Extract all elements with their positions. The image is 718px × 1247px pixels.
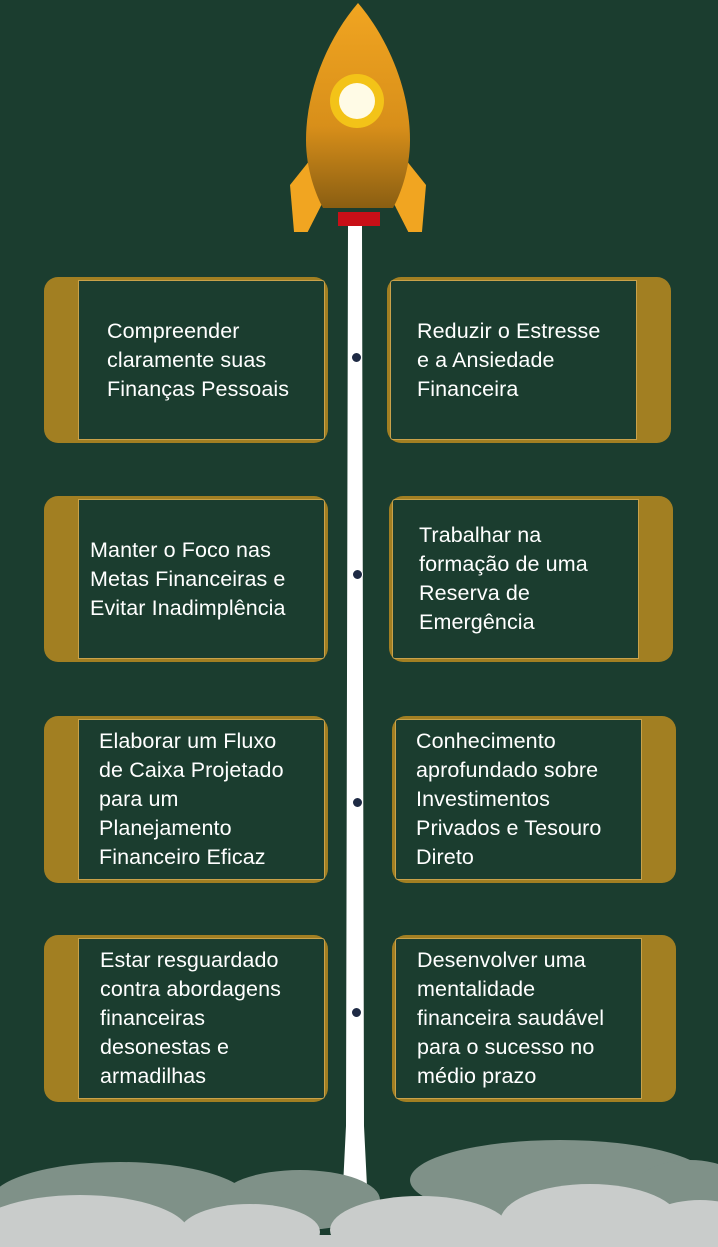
goal-card-3: Manter o Foco nas Metas Financeiras e Ev… — [44, 496, 328, 662]
goal-text: Reduzir o Estresse e a Ansiedade Finance… — [417, 318, 601, 401]
goal-text: Conhecimento aprofundado sobre Investime… — [416, 729, 602, 869]
goal-text: Desenvolver uma mentalidade financeira s… — [417, 948, 605, 1088]
goal-card-5: Elaborar um Fluxo de Caixa Projetado par… — [44, 716, 328, 883]
goal-card-7: Estar resguardado contra abordagens fina… — [44, 935, 328, 1102]
timeline-dot-3 — [352, 797, 363, 808]
rocket-trail — [340, 226, 370, 1247]
goal-text: Estar resguardado contra abordagens fina… — [100, 948, 281, 1088]
goal-text: Elaborar um Fluxo de Caixa Projetado par… — [99, 729, 284, 869]
goal-text: Compreender claramente suas Finanças Pes… — [107, 318, 290, 401]
timeline-dot-1 — [351, 352, 362, 363]
goal-card-8: Desenvolver uma mentalidade financeira s… — [392, 935, 676, 1102]
timeline-dot-2 — [352, 569, 363, 580]
goal-text: Trabalhar na formação de uma Reserva de … — [419, 523, 588, 634]
cloud-icon — [0, 1140, 718, 1247]
goal-card-2: Reduzir o Estresse e a Ansiedade Finance… — [387, 277, 671, 443]
goal-card-1: Compreender claramente suas Finanças Pes… — [44, 277, 328, 443]
timeline-dot-4 — [351, 1007, 362, 1018]
goal-card-6: Conhecimento aprofundado sobre Investime… — [392, 716, 676, 883]
rocket-icon — [290, 3, 426, 232]
goal-card-4: Trabalhar na formação de uma Reserva de … — [389, 496, 673, 662]
goal-text: Manter o Foco nas Metas Financeiras e Ev… — [90, 537, 286, 620]
